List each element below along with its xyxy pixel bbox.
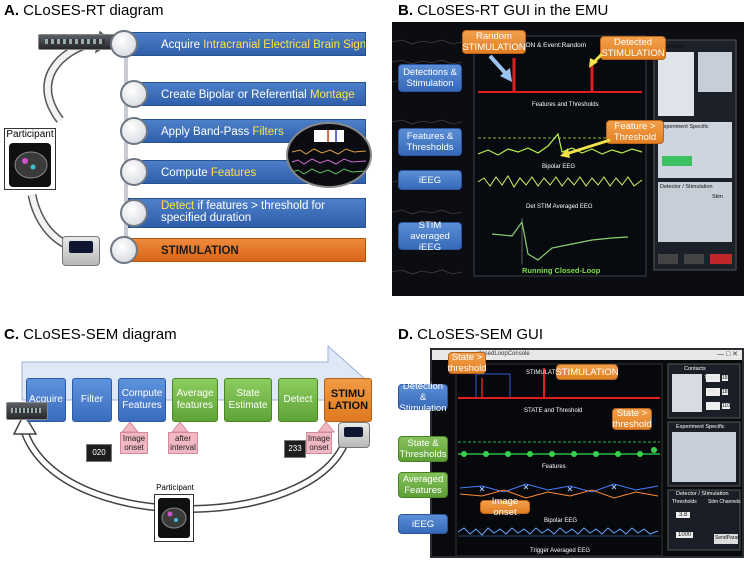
detector-heading: Detector / Stimulation (660, 184, 713, 190)
step-connector-line (124, 42, 128, 248)
sem-trigger-text: Trigger Averaged EEG (530, 548, 591, 554)
screen-stim-avg-text: Det STIM Averaged EEG (526, 204, 593, 210)
screen-features-text: Features and Thresholds (532, 102, 599, 108)
trigger-after-interval: after interval (168, 432, 198, 454)
participant-card-c: Participant (154, 483, 194, 542)
step-detect: Detect if features > threshold for speci… (128, 198, 366, 228)
sem-screen-traces (455, 363, 741, 556)
sem-gui-window: ...closedLoopConsole — □ ✕ STIMULATION (430, 348, 744, 558)
callout-feature-threshold: Feature > Threshold (606, 120, 664, 144)
trigger-value[interactable]: 18 (722, 375, 728, 381)
flow-compute-features: Compute Features (118, 378, 166, 422)
sem-bipolar-text: Bipolar EEG (544, 518, 578, 524)
panel-b-title: B. CLoSES-RT GUI in the EMU (398, 2, 609, 19)
step-circle (110, 30, 138, 58)
screen-header-text: STIMULATION & Event:Random (492, 42, 587, 49)
experiment-heading: Experiment Specific (660, 124, 709, 130)
stimulator-device-icon (62, 236, 100, 266)
pos-value[interactable]: 18 (722, 389, 728, 395)
panel-c-title: C. CLoSES-SEM diagram (4, 326, 177, 343)
panel-b-arrows (488, 52, 611, 158)
callout-detected-stimulation: Detected STIMULATION (600, 36, 666, 60)
stimulator-device-icon (338, 422, 370, 448)
n-value[interactable]: 110 (722, 403, 730, 409)
running-closed-loop-text: Running Closed-Loop (522, 266, 601, 275)
experiment-heading-d: Experiment Specific (676, 424, 725, 430)
threshold-value-input[interactable]: 3.8 (676, 512, 691, 518)
duration-value-input[interactable]: 1000 (676, 532, 694, 538)
brain-icon (158, 498, 190, 538)
window-controls: — □ ✕ (717, 351, 738, 358)
label-features-thresholds: Features & Thresholds (398, 128, 462, 156)
window-title: ...closedLoopConsole (472, 351, 530, 357)
step-circle (120, 80, 148, 108)
brain-icon (9, 143, 51, 187)
filter-signal-inset (286, 122, 372, 188)
participant-label: Participant (6, 129, 54, 140)
trial-number-233: 233 (284, 440, 306, 458)
label-state-thresholds: State & Thresholds (398, 436, 448, 462)
flow-average-features: Average features (172, 378, 218, 422)
callout-image-onset: Image onset (480, 496, 530, 518)
window-titlebar: ...closedLoopConsole — □ ✕ (432, 350, 742, 360)
amplifier-device-icon (6, 402, 48, 420)
flow-state-estimate: State Estimate (224, 378, 272, 422)
send-params-button[interactable]: SendParams (715, 535, 744, 541)
step-montage: Create Bipolar or Referential Montage (128, 82, 366, 106)
label-stim-averaged-ieeg: STIM averaged iEEG (398, 220, 462, 253)
label-ieeg-d: iEEG (398, 514, 448, 534)
flow-filter: Filter (72, 378, 112, 422)
trigger-label: Trigger (704, 375, 720, 381)
stim-channels-heading: Stim Channels (708, 499, 741, 505)
participant-card: Participant (4, 128, 56, 190)
participant-label-c: Participant (156, 483, 194, 492)
channels-heading: Channels (660, 44, 684, 50)
label-averaged-features: Averaged Features (398, 472, 448, 498)
trigger-image-onset: Image onset (120, 432, 148, 454)
callout-random-stimulation: Random STIMULATION (462, 30, 526, 54)
pos-label: Pos (708, 389, 717, 395)
step-acquire: Acquire Intracranial Electrical Brain Si… (128, 32, 366, 56)
step-circle (120, 199, 148, 227)
amplifier-device-icon (38, 34, 126, 50)
step-circle (120, 158, 148, 186)
callout-state-threshold-2: State > threshold (612, 408, 652, 430)
step-stimulation: STIMULATION (128, 238, 366, 262)
screen-bipolar-text: Bipolar EEG (542, 164, 576, 170)
callout-state-threshold-1: State > threshold (447, 352, 487, 374)
label-detection-stimulation-d: Detection & Stimulation (398, 380, 448, 414)
flow-acquire: Acquire (26, 378, 66, 422)
stim-heading: Stim (712, 194, 723, 200)
trial-number-020: 020 (86, 444, 112, 462)
sem-state-text: STATE and Threshold (524, 408, 583, 414)
panel-d-title: D. CLoSES-SEM GUI (398, 326, 544, 343)
panel-a-title: A. CLoSES-RT diagram (4, 2, 164, 19)
flow-detect: Detect (278, 378, 318, 422)
trigger-image-onset-2: Image onset (306, 432, 332, 454)
sem-features-text: Features (542, 464, 566, 470)
label-detections-stimulation: Detections & Stimulation (398, 64, 462, 92)
detector-heading-d: Detector / Stimulation (676, 491, 729, 497)
step-circle (120, 117, 148, 145)
step-circle (110, 236, 138, 264)
flow-stimulation: STIMU LATION (324, 378, 372, 422)
callout-stimulation-d: STIMULATION (555, 364, 619, 380)
label-ieeg: iEEG (398, 170, 462, 190)
contacts-heading: Contacts (684, 366, 706, 372)
sem-header-text: STIMULATION & (526, 370, 572, 376)
thresholds-heading: Thresholds (672, 499, 697, 505)
